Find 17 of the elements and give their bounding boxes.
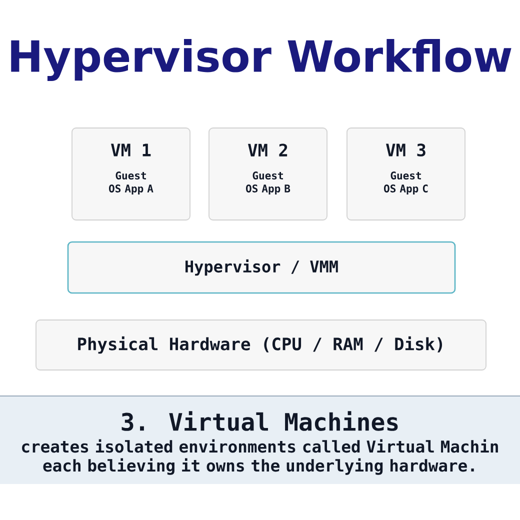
vm-details: Guest OS App B [246,172,290,194]
title: Hypervisor Workflow [11,39,512,81]
layer-label: Physical Hardware (CPU / RAM / Disk) [78,336,442,354]
vm-label: VM 1 [111,144,151,156]
vm-label: VM 3 [386,144,426,156]
vm-details: Guest OS App C [384,172,428,194]
vm-box [346,128,466,220]
vm-label: VM 2 [248,144,288,156]
hardware-box [36,320,486,370]
caption-band [0,396,520,484]
vm-details: Guest OS App A [109,172,154,194]
description: creates isolated environments called Virtual Machin each believing it owns the underlying hardware. [22,439,498,475]
vm-box [72,128,190,220]
layer-label: Hypervisor / VMM [186,259,338,276]
hypervisor-box [67,241,456,294]
vm-box [208,128,328,220]
section-heading: 3. Virtual Machines [122,411,398,431]
